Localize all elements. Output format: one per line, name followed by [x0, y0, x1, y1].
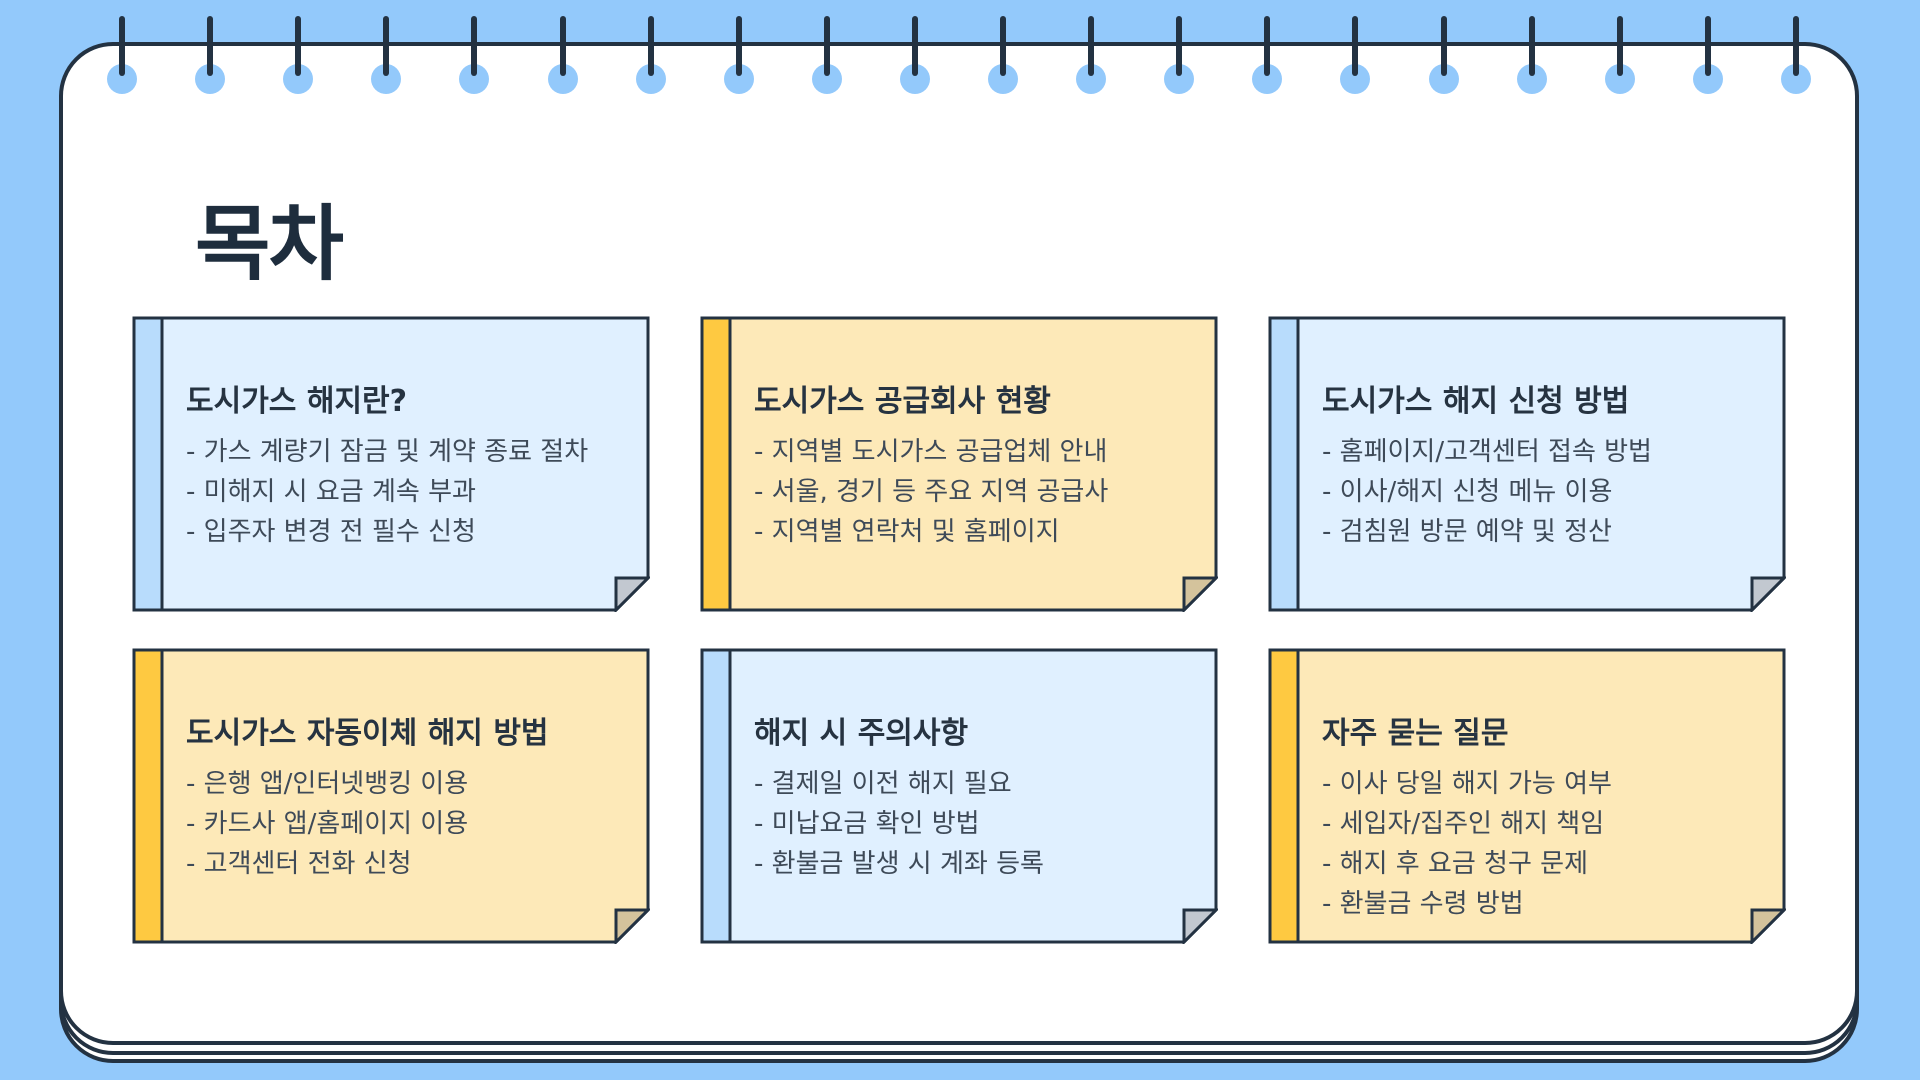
- binding-wire: [471, 16, 477, 76]
- card-item-list: - 홈페이지/고객센터 접속 방법 - 이사/해지 신청 메뉴 이용 - 검침원…: [1322, 432, 1732, 552]
- binding-wire: [295, 16, 301, 76]
- folded-corner: [614, 576, 650, 612]
- binding-wire: [1705, 16, 1711, 76]
- binding-wire: [119, 16, 125, 76]
- card-item: - 입주자 변경 전 필수 신청: [186, 517, 476, 547]
- card-item: - 미해지 시 요금 계속 부과: [186, 477, 476, 507]
- binding-wire: [1529, 16, 1535, 76]
- spiral-ring: [1076, 16, 1106, 94]
- spiral-ring: [459, 16, 489, 94]
- spiral-ring: [1517, 16, 1547, 94]
- card-title: 도시가스 공급회사 현황: [754, 384, 1051, 419]
- card-item: - 은행 앱/인터넷뱅킹 이용: [186, 769, 469, 799]
- card-item: - 가스 계량기 잠금 및 계약 종료 절차: [186, 437, 589, 467]
- binding-wire: [1176, 16, 1182, 76]
- card-item: - 카드사 앱/홈페이지 이용: [186, 809, 469, 839]
- card-item: - 지역별 도시가스 공급업체 안내: [754, 437, 1108, 467]
- sticky-note-shape: [1268, 316, 1786, 612]
- folded-corner: [1182, 908, 1218, 944]
- sticky-note-shape: [132, 648, 650, 944]
- binding-wire: [560, 16, 566, 76]
- sticky-note-shape: [700, 316, 1218, 612]
- spiral-ring: [1252, 16, 1282, 94]
- toc-card: 도시가스 자동이체 해지 방법 - 은행 앱/인터넷뱅킹 이용 - 카드사 앱/…: [132, 648, 650, 944]
- spiral-ring: [1340, 16, 1370, 94]
- spiral-ring: [1605, 16, 1635, 94]
- spiral-ring: [1781, 16, 1811, 94]
- spiral-ring: [1693, 16, 1723, 94]
- binding-wire: [1000, 16, 1006, 76]
- folded-corner: [1750, 908, 1786, 944]
- spiral-ring: [988, 16, 1018, 94]
- card-item: - 이사 당일 해지 가능 여부: [1322, 769, 1612, 799]
- sticky-note-shape: [1268, 648, 1786, 944]
- binding-wire: [1441, 16, 1447, 76]
- binding-wire: [648, 16, 654, 76]
- card-item: - 결제일 이전 해지 필요: [754, 769, 1012, 799]
- card-item: - 고객센터 전화 신청: [186, 849, 412, 879]
- spiral-ring: [636, 16, 666, 94]
- toc-card: 해지 시 주의사항 - 결제일 이전 해지 필요 - 미납요금 확인 방법 - …: [700, 648, 1218, 944]
- binding-wire: [383, 16, 389, 76]
- card-item: - 환불금 발생 시 계좌 등록: [754, 849, 1044, 879]
- binding-wire: [207, 16, 213, 76]
- toc-card: 자주 묻는 질문 - 이사 당일 해지 가능 여부 - 세입자/집주인 해지 책…: [1268, 648, 1786, 944]
- card-title: 자주 묻는 질문: [1322, 716, 1509, 751]
- page-title: 목차: [195, 197, 344, 292]
- binding-wire: [736, 16, 742, 76]
- card-item: - 이사/해지 신청 메뉴 이용: [1322, 477, 1613, 507]
- binding-wire: [1088, 16, 1094, 76]
- toc-card: 도시가스 해지 신청 방법 - 홈페이지/고객센터 접속 방법 - 이사/해지 …: [1268, 316, 1786, 612]
- card-item: - 검침원 방문 예약 및 정산: [1322, 517, 1612, 547]
- binding-wire: [1793, 16, 1799, 76]
- toc-card: 도시가스 공급회사 현황 - 지역별 도시가스 공급업체 안내 - 서울, 경기…: [700, 316, 1218, 612]
- sticky-note-shape: [700, 648, 1218, 944]
- folded-corner: [1182, 576, 1218, 612]
- spiral-ring: [283, 16, 313, 94]
- spiral-ring: [724, 16, 754, 94]
- card-title: 도시가스 자동이체 해지 방법: [186, 716, 549, 751]
- card-item-list: - 결제일 이전 해지 필요 - 미납요금 확인 방법 - 환불금 발생 시 계…: [754, 764, 1164, 884]
- spiral-ring: [371, 16, 401, 94]
- card-item: - 서울, 경기 등 주요 지역 공급사: [754, 477, 1109, 507]
- binding-wire: [912, 16, 918, 76]
- binding-wire: [1264, 16, 1270, 76]
- card-item-list: - 지역별 도시가스 공급업체 안내 - 서울, 경기 등 주요 지역 공급사 …: [754, 432, 1164, 552]
- card-title: 도시가스 해지 신청 방법: [1322, 384, 1630, 419]
- card-title: 해지 시 주의사항: [754, 716, 969, 751]
- binding-wire: [824, 16, 830, 76]
- card-item: - 해지 후 요금 청구 문제: [1322, 849, 1588, 879]
- folded-corner: [614, 908, 650, 944]
- card-item: - 지역별 연락처 및 홈페이지: [754, 517, 1060, 547]
- card-item: - 홈페이지/고객센터 접속 방법: [1322, 437, 1652, 467]
- spiral-ring: [107, 16, 137, 94]
- spiral-ring: [900, 16, 930, 94]
- binding-wire: [1352, 16, 1358, 76]
- spiral-ring: [812, 16, 842, 94]
- folded-corner: [1750, 576, 1786, 612]
- spiral-ring: [548, 16, 578, 94]
- card-title: 도시가스 해지란?: [186, 384, 408, 419]
- card-item: - 세입자/집주인 해지 책임: [1322, 809, 1605, 839]
- spiral-ring: [1164, 16, 1194, 94]
- card-item: - 환불금 수령 방법: [1322, 889, 1524, 919]
- card-item-list: - 가스 계량기 잠금 및 계약 종료 절차 - 미해지 시 요금 계속 부과 …: [186, 432, 596, 552]
- card-item-list: - 이사 당일 해지 가능 여부 - 세입자/집주인 해지 책임 - 해지 후 …: [1322, 764, 1732, 924]
- card-item-list: - 은행 앱/인터넷뱅킹 이용 - 카드사 앱/홈페이지 이용 - 고객센터 전…: [186, 764, 596, 884]
- toc-card: 도시가스 해지란? - 가스 계량기 잠금 및 계약 종료 절차 - 미해지 시…: [132, 316, 650, 612]
- binding-wire: [1617, 16, 1623, 76]
- card-item: - 미납요금 확인 방법: [754, 809, 980, 839]
- spiral-ring: [195, 16, 225, 94]
- spiral-ring: [1429, 16, 1459, 94]
- sticky-note-shape: [132, 316, 650, 612]
